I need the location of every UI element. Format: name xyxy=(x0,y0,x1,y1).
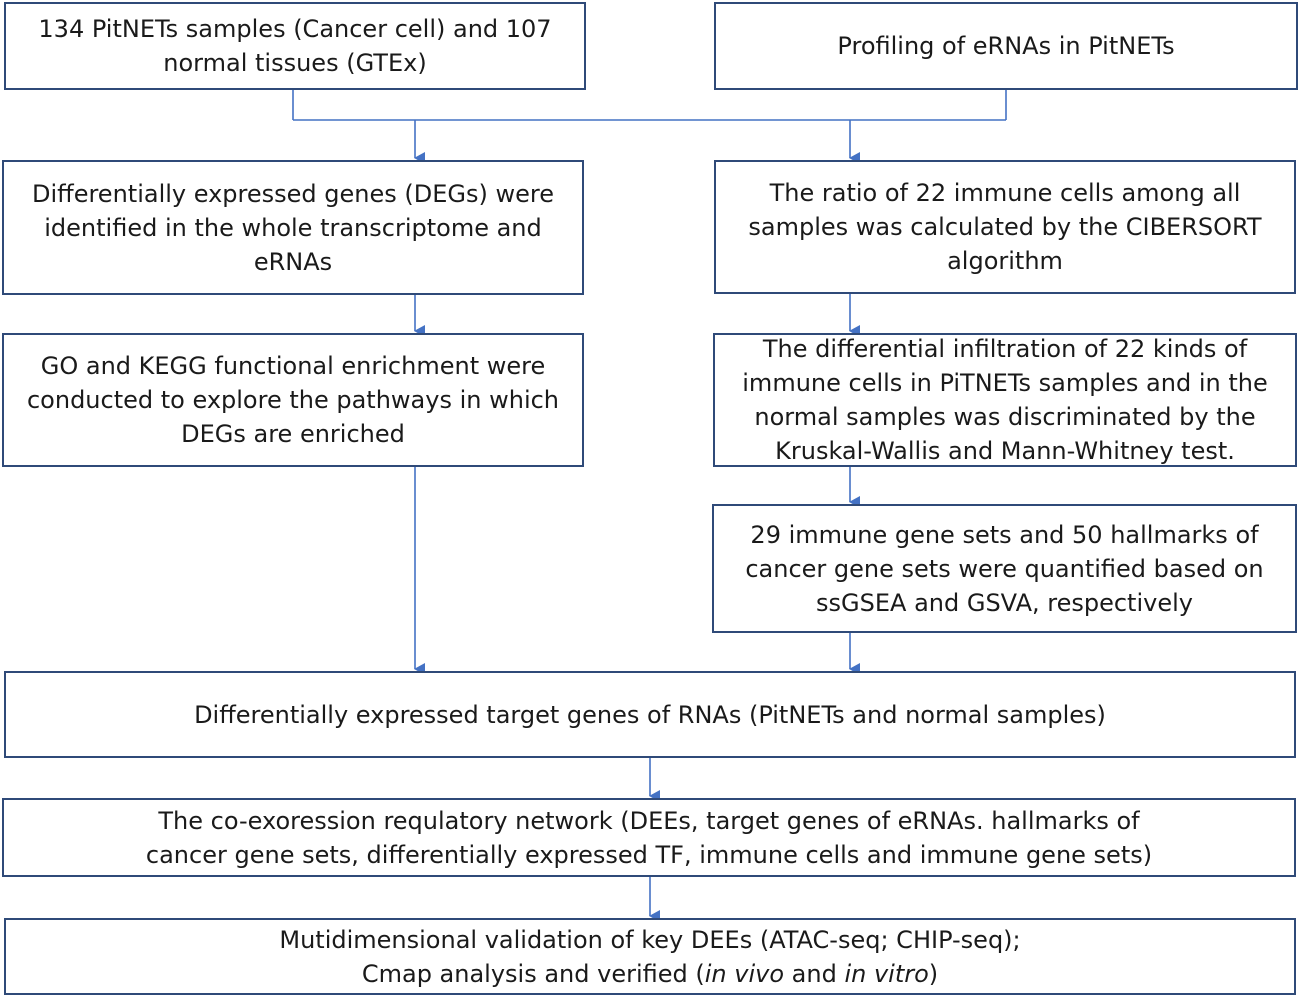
cibersort-box: The ratio of 22 immune cells among all s… xyxy=(714,160,1296,294)
samples-box: 134 PitNETs samples (Cancer cell) and 10… xyxy=(4,2,586,90)
validation-box: Mutidimensional validation of key DEEs (… xyxy=(4,918,1296,995)
validation-in-vivo: in vivo xyxy=(704,959,785,988)
validation-text: Mutidimensional validation of key DEEs (… xyxy=(279,923,1020,991)
go-kegg-text: GO and KEGG functional enrichment were c… xyxy=(26,352,560,448)
infiltration-box: The differential infiltration of 22 kind… xyxy=(713,333,1297,467)
samples-text: 134 PitNETs samples (Cancer cell) and 10… xyxy=(38,15,552,77)
ssgsea-box: 29 immune gene sets and 50 hallmarks of … xyxy=(712,504,1297,633)
targets-text: Differentially expressed target genes of… xyxy=(194,700,1106,729)
degs-box: Differentially expressed genes (DEGs) we… xyxy=(2,160,584,295)
validation-in-vitro: in vitro xyxy=(844,959,929,988)
validation-line-2-prefix: Cmap analysis and verified ( xyxy=(361,959,705,988)
profiling-box: Profiling of eRNAs in PitNETs xyxy=(714,2,1298,90)
go-kegg-box: GO and KEGG functional enrichment were c… xyxy=(2,333,584,467)
cibersort-text: The ratio of 22 immune cells among all s… xyxy=(748,179,1262,275)
validation-line-1: Mutidimensional validation of key DEEs (… xyxy=(279,925,1021,954)
ssgsea-text: 29 immune gene sets and 50 hallmarks of … xyxy=(745,520,1264,617)
validation-line-2-mid: and xyxy=(784,959,845,988)
network-box: The co-exoression requlatory network (DE… xyxy=(2,798,1296,877)
degs-text: Differentially expressed genes (DEGs) we… xyxy=(32,179,554,276)
validation-line-2-suffix: ) xyxy=(928,959,939,988)
infiltration-text: The differential infiltration of 22 kind… xyxy=(742,335,1268,465)
targets-box: Differentially expressed target genes of… xyxy=(4,671,1296,758)
network-text: The co-exoression requlatory network (DE… xyxy=(145,806,1153,869)
profiling-text: Profiling of eRNAs in PitNETs xyxy=(837,32,1175,60)
